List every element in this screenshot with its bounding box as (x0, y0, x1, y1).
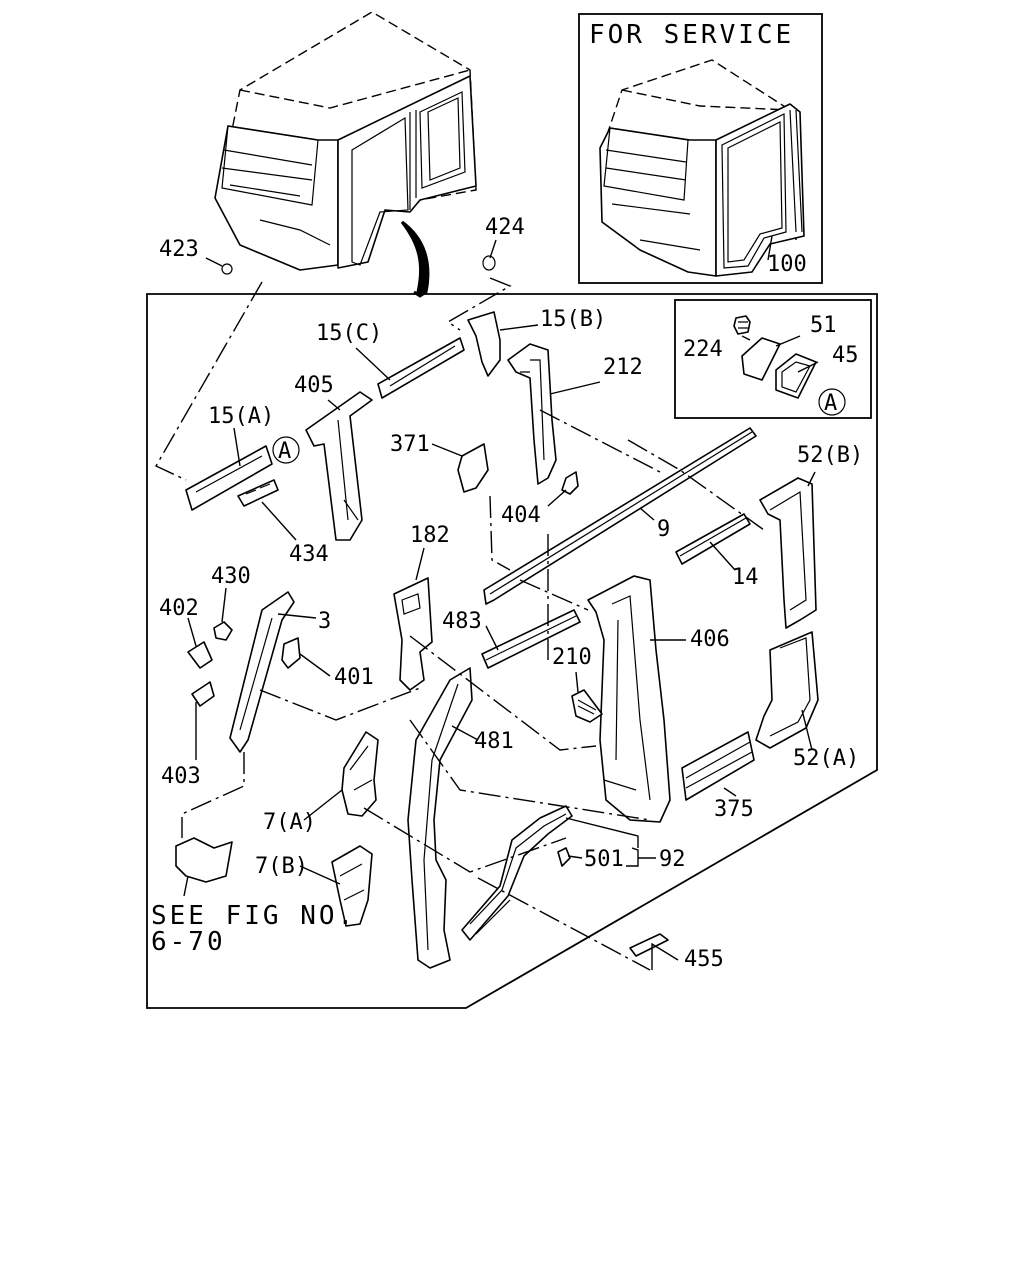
part-371-bracket (457, 443, 489, 493)
part-402-clip (187, 641, 213, 669)
callout-403: 403 (161, 764, 201, 789)
part-430-bolt (213, 621, 233, 641)
callout-402: 402 (159, 596, 199, 621)
callout-401: 401 (334, 665, 374, 690)
callout-52b: 52(B) (797, 443, 863, 468)
circle-a-ref-inset: A (824, 391, 837, 416)
part-52b-upper-seal (759, 477, 817, 629)
callout-51: 51 (810, 313, 837, 338)
callout-371: 371 (390, 432, 430, 457)
callout-481: 481 (474, 729, 514, 754)
callout-labels: 423 424 100 224 51 45 15(C) 15(B) 212 40… (151, 215, 863, 972)
part-501-screw (557, 847, 571, 867)
part-434-bracket (237, 479, 279, 507)
callout-404: 404 (501, 503, 541, 528)
part-406-pillar (587, 575, 671, 823)
callout-leaders (183, 239, 819, 970)
for-service-label: FOR SERVICE (589, 20, 794, 50)
part-see-fig-6-70 (175, 837, 233, 883)
callout-483: 483 (442, 609, 482, 634)
callout-9: 9 (657, 517, 670, 542)
part-405-t-pillar (305, 391, 373, 541)
callout-7a: 7(A) (263, 810, 316, 835)
see-fig-note-line2: 6-70 (151, 927, 226, 957)
callout-92: 92 (659, 847, 686, 872)
circle-a-ref-main: A (278, 439, 291, 464)
part-7b-hinge (331, 845, 373, 927)
part-7a-hinge (341, 731, 379, 817)
part-481-pillar (407, 667, 473, 969)
part-210-pad (571, 689, 603, 723)
callout-375: 375 (714, 797, 754, 822)
callout-424: 424 (485, 215, 525, 240)
part-15b-bracket (467, 311, 501, 377)
callout-100: 100 (767, 252, 807, 277)
callout-423: 423 (159, 237, 199, 262)
part-403-clip (191, 681, 215, 707)
callout-3: 3 (318, 609, 331, 634)
callout-45: 45 (832, 343, 859, 368)
callout-212: 212 (603, 355, 643, 380)
callout-14: 14 (732, 565, 759, 590)
part-455-label (629, 933, 669, 957)
callout-434: 434 (289, 542, 329, 567)
see-fig-note-line1: SEE FIG NO. (151, 901, 356, 931)
part-404-clip (561, 471, 579, 495)
part-401-clip (281, 637, 301, 669)
exploded-view-frame (146, 293, 878, 1009)
part-15a-strip (185, 445, 273, 511)
callout-501: 501 (584, 847, 624, 872)
callout-406: 406 (690, 627, 730, 652)
callout-210: 210 (552, 645, 592, 670)
part-15c-strip (377, 337, 465, 399)
callout-15b: 15(B) (540, 307, 606, 332)
part-483-rail (481, 609, 581, 669)
assembly-leader-lines (155, 277, 765, 971)
callout-15a: 15(A) (208, 404, 274, 429)
part-375-rail (681, 731, 755, 801)
part-182-panel (393, 577, 433, 691)
part-92-sill (461, 805, 573, 941)
part-3-pillar-trim (229, 591, 295, 753)
callout-224: 224 (683, 337, 723, 362)
part-52a-lower-seal (755, 631, 819, 749)
callout-405: 405 (294, 373, 334, 398)
callout-52a: 52(A) (793, 746, 859, 771)
callout-455: 455 (684, 947, 724, 972)
callout-15c: 15(C) (316, 321, 382, 346)
callout-430: 430 (211, 564, 251, 589)
callout-182: 182 (410, 523, 450, 548)
detail-a-box: A (674, 299, 872, 419)
cab-assembly-illustration (214, 11, 477, 298)
for-service-box: FOR SERVICE (578, 13, 823, 284)
callout-7b: 7(B) (255, 854, 308, 879)
